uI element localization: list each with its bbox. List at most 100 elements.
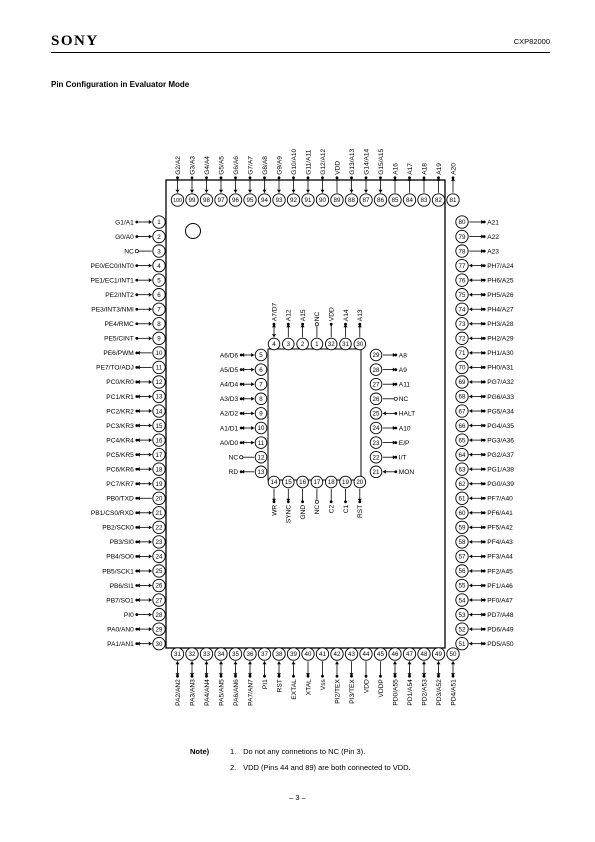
pkg-bottom-pin-arrowhead: [451, 661, 455, 665]
socket-right-pin-terminal: [394, 412, 398, 415]
note-text: VDD (Pins 44 and 89) are both connected …: [243, 763, 411, 772]
pkg-right-pin-arrowhead: [481, 350, 485, 355]
pkg-right-pin-arrowhead: [481, 394, 485, 399]
socket-left-pin-arrowhead: [241, 396, 245, 401]
pin-number: 9: [259, 411, 263, 418]
pin-number: 36: [247, 651, 254, 658]
pkg-bottom-pin-arrowhead: [175, 661, 180, 665]
pin-circle: [369, 421, 383, 435]
pin-circle: [388, 647, 402, 661]
pin-circle: [369, 436, 383, 449]
pkg-left-pin-arrowhead: [148, 263, 152, 268]
pkg-right-pin-terminal: [482, 555, 486, 558]
pin-label: PF5/A42: [487, 525, 513, 532]
pin-label: PI2/TEX: [334, 679, 341, 704]
pin-number: 20: [156, 495, 163, 502]
pin-circle: [359, 647, 373, 661]
pin-number: 98: [203, 197, 210, 204]
pin-label: PG7/A32: [487, 379, 514, 386]
pin-circle: [446, 647, 460, 661]
pin-label: PF4/A43: [487, 539, 513, 546]
pin-circle: [199, 647, 214, 661]
pin-label: PE3/INT3/NMI: [91, 307, 134, 314]
pkg-right-pin-arrowhead: [481, 321, 485, 326]
pkg-right-pin-terminal: [482, 525, 486, 529]
pin-circle: [296, 337, 309, 351]
pin-circle: [455, 637, 469, 651]
pin-label: PA3/AN3: [189, 679, 196, 706]
pin-circle: [402, 193, 417, 207]
pin-circle: [417, 193, 431, 207]
pin-label: C2: [329, 504, 336, 513]
pin-number: 62: [459, 481, 466, 488]
pkg-right-pin-arrowhead: [481, 627, 485, 632]
pkg-bottom-pin-terminal: [277, 674, 281, 678]
pin-number: 96: [232, 197, 239, 204]
pin-number: 28: [373, 367, 380, 374]
pin-label: PG4/A35: [487, 423, 514, 430]
socket-right-pin-terminal: [394, 368, 398, 371]
pkg-bottom-pin-terminal: [234, 674, 237, 678]
pkg-bottom-pin-arrowhead: [190, 673, 194, 677]
pin-number: 14: [271, 479, 278, 486]
pkg-right-pin-arrowhead: [481, 249, 485, 254]
pin-number: 27: [156, 597, 163, 604]
pin-number: 13: [258, 469, 265, 476]
pin-label: PA2/AN2: [175, 679, 182, 706]
pkg-right-pin-arrowhead: [469, 438, 473, 443]
pkg-bottom-pin-arrowhead: [233, 673, 238, 677]
note-item-2: 2. VDD (Pins 44 and 89) are both connect…: [230, 763, 411, 772]
pkg-left-pin-terminal: [135, 322, 139, 326]
socket-top-pin-terminal: [272, 322, 276, 326]
socket-top-pin-terminal: [286, 322, 290, 326]
pin-label: G4/A4: [204, 156, 211, 175]
pkg-bottom-pin-arrowhead: [204, 673, 209, 677]
socket-left-pin-arrowhead: [241, 426, 245, 430]
pin-label: A9: [399, 367, 407, 374]
pin-number: 21: [373, 469, 380, 476]
pin-label: PF7/A40: [487, 496, 513, 503]
pin-label: NC: [399, 396, 409, 403]
pin-number: 13: [156, 394, 163, 401]
pin-label: PE5/CINT: [104, 336, 134, 343]
socket-top-pin-arrowhead: [272, 324, 276, 328]
pin-label: A12: [286, 309, 293, 321]
pkg-right-pin-arrowhead: [469, 554, 473, 559]
pkg-left-pin-arrowhead: [148, 438, 152, 443]
pin-circle: [330, 193, 344, 207]
pkg-bottom-pin-arrowhead: [422, 673, 426, 677]
pin-number: 12: [258, 454, 265, 461]
pkg-left-pin-arrowhead: [148, 423, 152, 428]
pin-circle: [272, 193, 286, 207]
pin-circle: [455, 433, 469, 447]
pin-label: PE7/TO/ADJ: [96, 365, 134, 372]
pin-label: PI0: [124, 612, 134, 619]
pkg-bottom-pin-arrowhead: [219, 673, 223, 677]
pin-label: PH1/A30: [487, 350, 514, 357]
pin-label: PA6/AN6: [233, 679, 240, 706]
pkg-right-pin-terminal: [482, 584, 486, 587]
pkg-left-pin-arrowhead: [136, 379, 140, 384]
pin-number: 48: [421, 651, 428, 658]
pkg-top-pin-arrowhead: [349, 189, 354, 193]
pin-circle: [228, 647, 243, 661]
pin-circle: [257, 193, 272, 207]
pin-number: 2: [157, 234, 161, 241]
pkg-bottom-pin-terminal: [408, 674, 411, 678]
pin-circle: [455, 317, 469, 331]
pkg-right-pin-arrowhead: [481, 220, 485, 224]
pkg-top-pin-arrowhead: [422, 177, 426, 181]
pin-number: 87: [363, 197, 370, 204]
pin-circle: [369, 450, 383, 464]
pin-circle: [455, 477, 469, 491]
pkg-left-pin-arrowhead: [148, 379, 152, 384]
pin-label: PB1/CS0/RXD: [91, 510, 134, 517]
pkg-right-pin-arrowhead: [481, 554, 485, 559]
pkg-left-pin-arrowhead: [136, 350, 140, 355]
pin-number: 65: [459, 437, 466, 444]
pin-circle: [324, 475, 338, 489]
pin-label: A11: [399, 382, 411, 389]
pkg-right-pin-arrowhead: [469, 379, 473, 384]
pin-circle: [455, 491, 469, 505]
pin-circle: [339, 475, 352, 489]
